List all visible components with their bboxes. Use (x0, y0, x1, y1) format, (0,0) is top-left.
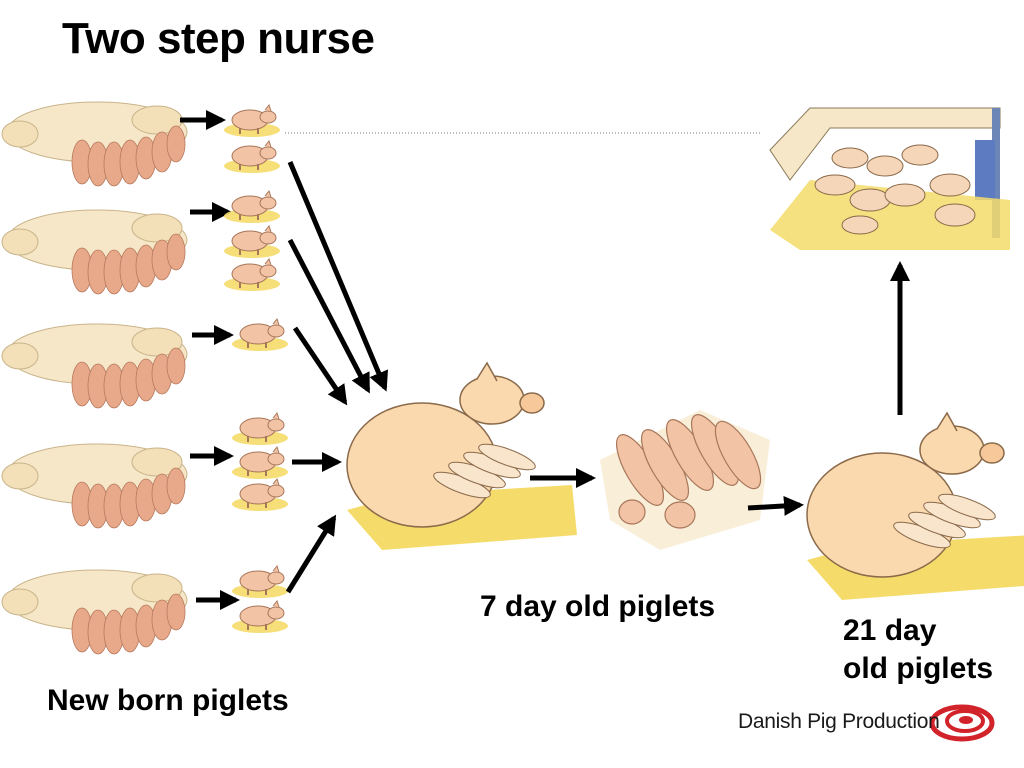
piglet-icon (223, 225, 281, 259)
arrow-to-nurse-3 (292, 326, 348, 406)
second-nurse-sow (806, 412, 1024, 601)
seven-day-piglets-label: 7 day old piglets (480, 590, 716, 623)
twenty-one-day-line2: old piglets (843, 652, 993, 685)
sow-with-newborns-2 (1, 209, 188, 295)
weaner-pen (769, 107, 1010, 250)
piglet-icon (231, 446, 289, 480)
sow-with-newborns-4 (1, 443, 188, 529)
sow-with-newborns-5 (1, 569, 188, 655)
logo-text: Danish Pig Production (738, 710, 940, 733)
arrow-to-nurse-1 (287, 161, 389, 392)
arrow-to-nurse-2 (287, 238, 371, 394)
twenty-one-day-line1: 21 day (843, 614, 937, 647)
piglet-icon (223, 140, 281, 174)
first-nurse-sow (346, 362, 578, 551)
newborn-piglets-label: New born piglets (47, 684, 289, 717)
piglet-icon (231, 600, 289, 634)
piglet-icon (231, 565, 289, 599)
piglet-icon (231, 318, 289, 352)
danish-pig-production-logo-icon (929, 704, 995, 742)
sow-with-newborns-1 (1, 101, 188, 187)
twenty-one-day-piglets-label: 21 day old piglets (843, 612, 993, 688)
arrow-to-second-nurse (747, 495, 804, 516)
piglet-icon (231, 478, 289, 512)
slide-title: Two step nurse (62, 14, 375, 63)
piglet-icon (223, 104, 281, 138)
piglet-icon (223, 190, 281, 224)
piglet-icon (223, 258, 281, 292)
seven-day-piglets-group (600, 410, 770, 550)
arrow-to-nurse-5 (285, 514, 337, 594)
sow-with-newborns-3 (1, 323, 188, 409)
piglet-icon (231, 412, 289, 446)
